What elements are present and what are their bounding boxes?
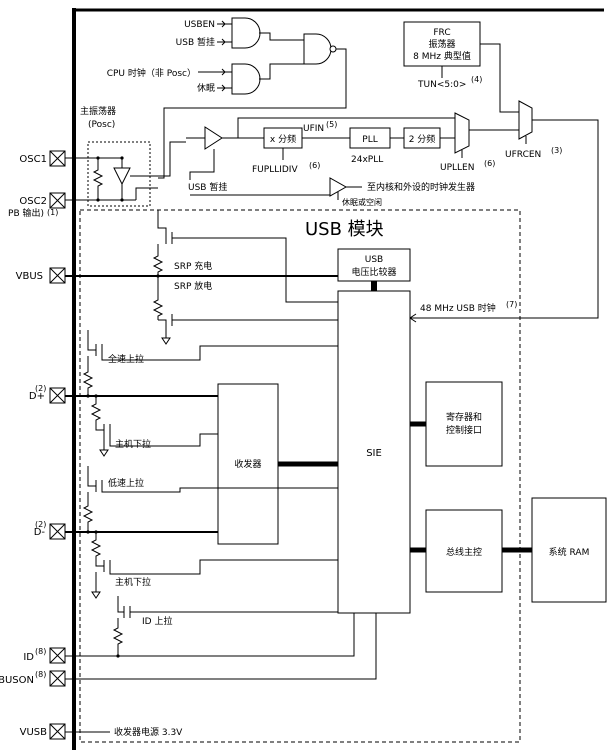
fpllidiv-label: FUPLLIDIV	[252, 165, 298, 175]
vbuson-note: (8)	[35, 670, 46, 679]
vusb-label: VUSB	[20, 727, 48, 738]
low-speed-pullup-label: 低速上拉	[108, 477, 144, 489]
usb-module-title: USB 模块	[305, 219, 384, 240]
nand-gate	[303, 33, 332, 65]
host-pulldown-2-label: 主机下拉	[115, 576, 151, 588]
register-label-2: 控制接口	[446, 424, 482, 436]
usb-suspend-top-label: USB 暂挂	[176, 36, 215, 48]
ufin-note: (5)	[326, 120, 337, 129]
to-core-label: 至内核和外设的时钟发生器	[367, 181, 475, 193]
div2-label: 2 分频	[409, 133, 436, 145]
ufin-label: UFIN	[303, 124, 324, 134]
full-speed-pullup-label: 全速上拉	[108, 353, 144, 365]
usben-label: USBEN	[184, 20, 215, 30]
upllen-label: UPLLEN	[440, 163, 474, 173]
vbuson-label: VBUSON	[0, 675, 34, 686]
pll-mux	[454, 112, 470, 154]
comparator-label-2: 电压比较器	[351, 266, 396, 278]
host-pulldown-1-label: 主机下拉	[115, 438, 151, 450]
vusb-desc: 收发器电源 3.3V	[114, 726, 183, 738]
usb-clock-label: 48 MHz USB 时钟	[420, 302, 496, 314]
sie-label: SIE	[366, 448, 382, 459]
frc-mux	[518, 100, 533, 140]
id-pullup-label: ID 上拉	[142, 615, 172, 627]
usb-clock-buffer	[204, 126, 223, 150]
usb-module-box	[79, 209, 521, 743]
transceiver-box	[217, 383, 279, 545]
primary-osc-label: 主振荡器	[80, 105, 116, 117]
osc-inverter	[113, 167, 131, 186]
frc-label-2: 振荡器	[428, 38, 455, 50]
pll-label: PLL	[362, 135, 377, 145]
srp-charge-label: SRP 充电	[174, 260, 212, 272]
usb-suspend-mid-label: USB 暂挂	[188, 181, 227, 193]
pb-out-label: PB 输出)	[8, 207, 44, 219]
cpu-clock-label: CPU 时钟（非 Posc）	[107, 67, 196, 79]
register-label-1: 寄存器和	[446, 411, 482, 423]
and-gate-cpu-clock	[231, 63, 261, 95]
fpllidiv-note: (6)	[309, 161, 320, 170]
ufrcen-label: UFRCEN	[505, 150, 541, 160]
bus-master-label: 总线主控	[446, 546, 482, 558]
sleep-label: 休眠	[197, 82, 215, 94]
bus-master-box	[425, 509, 503, 593]
pll24-label: 24xPLL	[351, 155, 383, 165]
frc-label-3: 8 MHz 典型值	[413, 50, 471, 62]
osc1-label: OSC1	[19, 154, 47, 165]
upllen-note: (6)	[484, 159, 495, 168]
sleep-idle-label: 休眠或空闲	[342, 197, 382, 207]
dplus-note: (2)	[35, 384, 46, 393]
dminus-note: (2)	[35, 520, 46, 529]
usb-clock-note: (7)	[506, 300, 517, 309]
vbus-label: VBUS	[16, 271, 43, 282]
srp-discharge-label: SRP 放电	[174, 280, 212, 292]
dplus-label: D+	[29, 391, 45, 402]
primary-osc-box	[87, 141, 151, 207]
tun-label: TUN<5:0>	[417, 80, 466, 90]
system-ram-box	[531, 497, 607, 603]
and-gate-usben	[231, 17, 261, 49]
transceiver-label: 收发器	[234, 458, 261, 470]
x-div-label: x 分频	[270, 133, 296, 145]
core-clock-buffer	[329, 177, 348, 197]
comparator-label-1: USB	[365, 255, 383, 265]
pb-out-note: (1)	[47, 208, 58, 217]
id-note: (8)	[35, 647, 46, 656]
posc-label: (Posc)	[88, 120, 115, 130]
id-label: ID	[23, 652, 34, 663]
osc2-label: OSC2	[19, 196, 47, 207]
system-ram-label: 系统 RAM	[549, 546, 590, 558]
sie-box	[337, 290, 411, 614]
ufrcen-note: (3)	[551, 146, 562, 155]
tun-note: (4)	[471, 75, 482, 84]
dminus-label: D-	[34, 527, 46, 538]
register-control-box	[425, 381, 503, 467]
frc-label-1: FRC	[433, 28, 450, 38]
